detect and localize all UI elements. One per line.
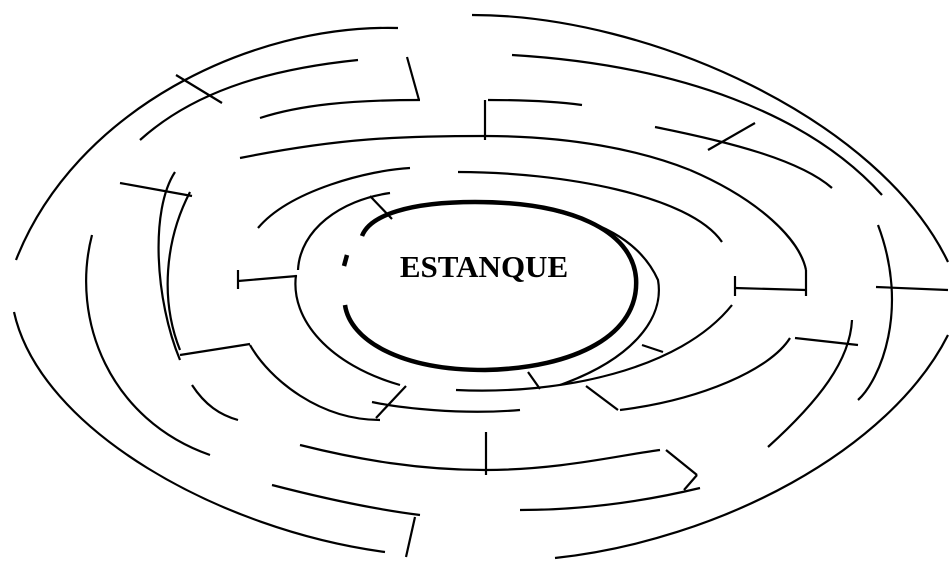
pond: ESTANQUE — [344, 202, 636, 370]
wall-arc — [272, 485, 420, 515]
wall-connector — [735, 288, 806, 290]
maze-connectors — [120, 57, 948, 557]
maze-ring-2 — [86, 55, 892, 515]
wall-arc — [258, 168, 410, 228]
wall-arc — [520, 488, 700, 510]
wall-arc — [555, 335, 948, 558]
wall-arc — [250, 345, 380, 420]
wall-arc — [260, 100, 420, 118]
wall-arc — [240, 136, 690, 170]
wall-connector — [708, 123, 755, 150]
wall-connector — [666, 450, 697, 475]
wall-arc — [192, 385, 238, 420]
wall-arc — [295, 275, 400, 385]
wall-arc — [300, 445, 660, 470]
wall-connector — [120, 183, 192, 196]
wall-connector — [528, 372, 540, 389]
wall-arc — [655, 127, 832, 188]
wall-arc — [140, 60, 358, 140]
wall-connector — [406, 517, 415, 557]
maze-ring-6 — [298, 193, 659, 412]
wall-connector — [238, 276, 297, 281]
wall-arc — [86, 235, 210, 455]
wall-connector — [642, 345, 663, 352]
wall-connector — [376, 386, 406, 418]
wall-arc — [168, 192, 190, 350]
maze-ring-1 — [14, 15, 948, 558]
pond-outline — [344, 255, 347, 266]
wall-arc — [530, 205, 659, 385]
wall-arc — [620, 338, 790, 410]
wall-arc — [458, 172, 722, 242]
wall-connector — [407, 57, 419, 100]
pond-label: ESTANQUE — [400, 249, 568, 284]
wall-arc — [858, 225, 892, 400]
wall-connector — [586, 386, 618, 410]
maze-ring-3 — [159, 100, 852, 470]
wall-connector — [684, 475, 697, 490]
wall-connector — [876, 287, 948, 290]
wall-arc — [372, 402, 520, 412]
pond-outline — [345, 202, 636, 370]
wall-arc — [488, 100, 582, 105]
wall-connector — [180, 344, 250, 355]
wall-arc — [690, 170, 806, 270]
wall-connector — [176, 75, 222, 103]
